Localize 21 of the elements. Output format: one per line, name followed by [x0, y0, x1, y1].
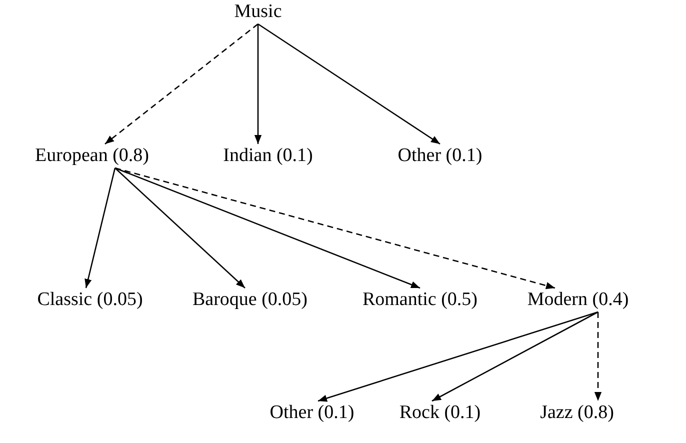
node-label: Classic (0.05)	[37, 288, 143, 312]
node-label: Romantic (0.5)	[362, 288, 478, 312]
arrow	[258, 23, 440, 145]
node-label: Other (0.1)	[270, 401, 354, 425]
node-label: Music	[234, 0, 282, 24]
arrow	[318, 311, 598, 402]
arrow	[254, 24, 262, 144]
arrow	[114, 167, 420, 289]
node-label: European (0.8)	[35, 144, 149, 168]
node-label: Indian (0.1)	[223, 144, 313, 168]
arrow	[594, 312, 602, 401]
arrow	[432, 311, 598, 402]
node-label: Modern (0.4)	[527, 288, 629, 312]
node-label: Rock (0.1)	[399, 401, 481, 425]
node-label: Other (0.1)	[398, 144, 482, 168]
arrow	[84, 168, 116, 288]
arrow	[104, 23, 258, 145]
arrow	[114, 168, 246, 288]
arrow	[114, 167, 556, 290]
node-label: Jazz (0.8)	[540, 401, 614, 425]
node-label: Baroque (0.05)	[192, 288, 308, 312]
